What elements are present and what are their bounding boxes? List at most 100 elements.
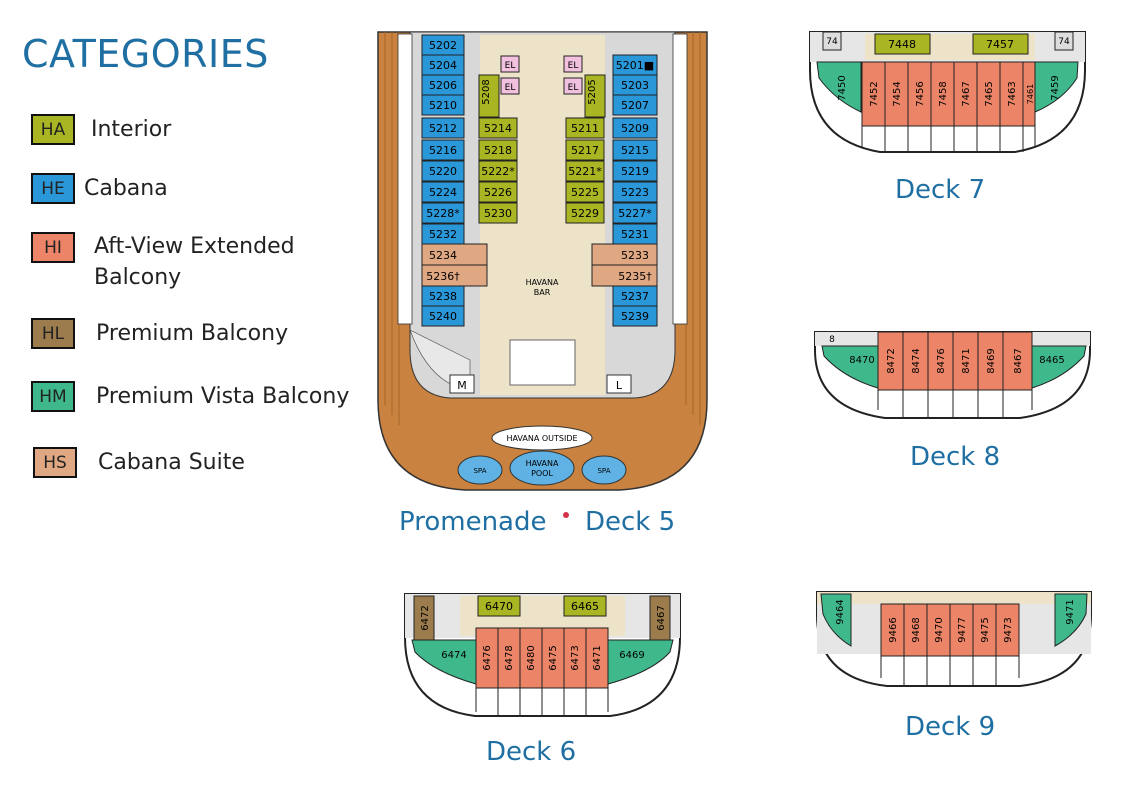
cabin-6465[interactable]: 6465	[571, 600, 599, 613]
cabin-6476[interactable]: 6476	[482, 645, 493, 670]
cabin-7467[interactable]: 7467	[961, 81, 972, 106]
cabin-9470[interactable]: 9470	[934, 617, 945, 642]
cabin-6473[interactable]: 6473	[570, 645, 581, 670]
cabin-5206[interactable]: 5206	[429, 79, 457, 92]
cabin-5228[interactable]: 5228*	[426, 207, 460, 220]
cabin-9471[interactable]: 9471	[1065, 599, 1076, 624]
cabin-5212[interactable]: 5212	[429, 122, 457, 135]
cabin-5216[interactable]: 5216	[429, 144, 457, 157]
cabin-5225[interactable]: 5225	[571, 186, 599, 199]
cabin-5237[interactable]: 5237	[621, 290, 649, 303]
cabin-6469[interactable]: 6469	[619, 650, 644, 661]
cabin-6478[interactable]: 6478	[504, 645, 515, 670]
cabin-5219[interactable]: 5219	[621, 165, 649, 178]
deck6-plan: 6470 6465 6472 6467 6474 6469 6476 6478 …	[404, 593, 681, 717]
cabin-7458[interactable]: 7458	[938, 81, 949, 106]
cabin-5226[interactable]: 5226	[484, 186, 512, 199]
deck5-bar-label: HAVANA	[526, 278, 559, 287]
deck8-caption: Deck 8	[910, 442, 1001, 472]
deck5-pool-label-2: POOL	[531, 469, 553, 478]
cabin-8472[interactable]: 8472	[886, 348, 897, 373]
deck5-l-label: L	[616, 379, 623, 392]
cabin-5215[interactable]: 5215	[621, 144, 649, 157]
cabin-5222[interactable]: 5222*	[481, 165, 515, 178]
deck5-outside-label: HAVANA OUTSIDE	[506, 434, 577, 443]
cabin-6471[interactable]: 6471	[592, 645, 603, 670]
legend-swatch-hi: HI	[31, 232, 75, 263]
cabin-8474[interactable]: 8474	[911, 348, 922, 373]
cabin-5208[interactable]: 5208	[481, 79, 492, 104]
cabin-6480[interactable]: 6480	[526, 645, 537, 670]
deck5-spa-left: SPA	[473, 467, 486, 475]
cabin-5240[interactable]: 5240	[429, 310, 457, 323]
legend-swatch-ha: HA	[31, 114, 75, 145]
cabin-8476[interactable]: 8476	[936, 348, 947, 373]
cabin-5204[interactable]: 5204	[429, 59, 457, 72]
cabin-5231[interactable]: 5231	[621, 228, 649, 241]
cabin-7450[interactable]: 7450	[837, 75, 848, 100]
cabin-9468[interactable]: 9468	[911, 617, 922, 642]
elevator-2: EL	[505, 83, 516, 93]
deck9-caption: Deck 9	[905, 712, 996, 742]
cabin-9464[interactable]: 9464	[835, 599, 846, 624]
cabin-5218[interactable]: 5218	[484, 144, 512, 157]
cabin-5235[interactable]: 5235†	[618, 270, 652, 283]
deck7-plan: 7448 7457 74 74 7450 7459 7452 7454 7456…	[809, 31, 1086, 153]
cabin-5233[interactable]: 5233	[621, 249, 649, 262]
cabin-5230[interactable]: 5230	[484, 207, 512, 220]
cabin-9477[interactable]: 9477	[957, 617, 968, 642]
cabin-7448[interactable]: 7448	[888, 38, 916, 51]
cabin-6467[interactable]: 6467	[656, 605, 667, 630]
cabin-8469[interactable]: 8469	[986, 348, 997, 373]
cabin-5229[interactable]: 5229	[571, 207, 599, 220]
cabin-5234[interactable]: 5234	[429, 249, 457, 262]
cabin-8471[interactable]: 8471	[961, 348, 972, 373]
cabin-5224[interactable]: 5224	[429, 186, 457, 199]
cabin-7456[interactable]: 7456	[915, 81, 926, 106]
cabin-7457[interactable]: 7457	[986, 38, 1014, 51]
cabin-6472[interactable]: 6472	[420, 605, 431, 630]
cabin-5227[interactable]: 5227*	[618, 207, 652, 220]
cabin-9466[interactable]: 9466	[888, 617, 899, 642]
cabin-5220[interactable]: 5220	[429, 165, 457, 178]
cabin-5203[interactable]: 5203	[621, 79, 649, 92]
cabin-5214[interactable]: 5214	[484, 122, 512, 135]
cabin-7465[interactable]: 7465	[984, 81, 995, 106]
cabin-7452[interactable]: 7452	[869, 81, 880, 106]
cabin-5202[interactable]: 5202	[429, 39, 457, 52]
cabin-5207[interactable]: 5207	[621, 99, 649, 112]
cabin-5223[interactable]: 5223	[621, 186, 649, 199]
cabin-8467[interactable]: 8467	[1013, 348, 1024, 373]
cabin-7459[interactable]: 7459	[1050, 75, 1061, 100]
cabin-5221[interactable]: 5221*	[568, 165, 602, 178]
cabin-8470[interactable]: 8470	[849, 355, 874, 366]
cabin-5211[interactable]: 5211	[571, 122, 599, 135]
cabin-9475[interactable]: 9475	[980, 617, 991, 642]
cabin-74-right[interactable]: 74	[1058, 37, 1070, 47]
cabin-9473[interactable]: 9473	[1003, 617, 1014, 642]
elevator-4: EL	[568, 83, 579, 93]
cabin-7454[interactable]: 7454	[892, 81, 903, 106]
cabin-5232[interactable]: 5232	[429, 228, 457, 241]
cabin-6474[interactable]: 6474	[441, 650, 466, 661]
legend-label-hm: Premium Vista Balcony	[96, 384, 350, 409]
deck5-caption: Deck 5	[585, 507, 676, 537]
cabin-5209[interactable]: 5209	[621, 122, 649, 135]
cabin-6475[interactable]: 6475	[548, 645, 559, 670]
legend-label-hs: Cabana Suite	[98, 450, 245, 475]
cabin-5205[interactable]: 5205	[587, 79, 598, 104]
cabin-5217[interactable]: 5217	[571, 144, 599, 157]
cabin-7463[interactable]: 7463	[1007, 81, 1018, 106]
cabin-5238[interactable]: 5238	[429, 290, 457, 303]
cabin-6470[interactable]: 6470	[485, 600, 513, 613]
deck8-edge-label: 8	[829, 335, 835, 345]
cabin-8465[interactable]: 8465	[1039, 355, 1064, 366]
deck8-plan: 8 8470 8465 8472 8474 8476 8471 8469 846…	[814, 331, 1091, 419]
cabin-7461[interactable]: 7461	[1026, 84, 1035, 104]
cabin-5239[interactable]: 5239	[621, 310, 649, 323]
cabin-5236[interactable]: 5236†	[426, 270, 460, 283]
legend-swatch-hs: HS	[33, 447, 77, 478]
cabin-5210[interactable]: 5210	[429, 99, 457, 112]
cabin-74-left[interactable]: 74	[826, 37, 838, 47]
cabin-5201[interactable]: 5201■	[616, 59, 654, 72]
